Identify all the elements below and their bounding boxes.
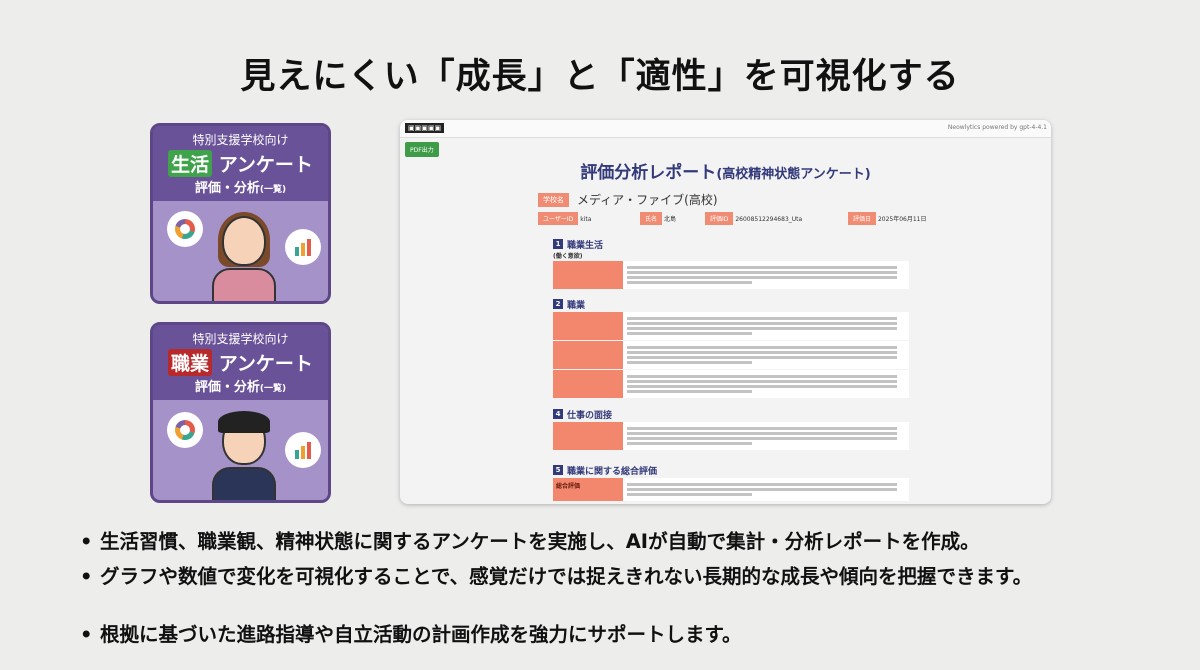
slide-title: 見えにくい「成長」と「適性」を可視化する bbox=[240, 57, 960, 97]
section-title: 職業 bbox=[567, 300, 586, 311]
bullet-1: 生活習慣、職業観、精神状態に関するアンケートを実施し、AIが自動で集計・分析レポ… bbox=[80, 528, 980, 555]
job-survey-card: 特別支援学校向け 職業 アンケート 評価・分析(一覧) bbox=[150, 322, 331, 503]
row-label bbox=[553, 341, 623, 369]
bar-chart-icon bbox=[285, 229, 321, 265]
section-title: 仕事の面接 bbox=[567, 410, 613, 421]
card-eval: 評価・分析 bbox=[194, 380, 260, 395]
donut-chart-icon bbox=[167, 211, 203, 247]
report-section: 1 職業生活 (働く意欲) bbox=[553, 237, 909, 289]
report-section: 2 職業 bbox=[553, 297, 909, 398]
section-number: 2 bbox=[553, 299, 563, 309]
section-title: 職業生活 bbox=[567, 240, 604, 251]
row-text bbox=[623, 341, 909, 369]
section-number: 4 bbox=[553, 409, 563, 419]
user-id: ユーザーID kita bbox=[538, 212, 591, 225]
section-subtitle: (働く意欲) bbox=[553, 253, 583, 260]
card-main: アンケート bbox=[218, 154, 313, 176]
analysis-row bbox=[553, 341, 909, 369]
card-subtitle: 特別支援学校向け bbox=[192, 133, 289, 147]
bullet-3: 根拠に基づいた進路指導や自立活動の計画作成を強力にサポートします。 bbox=[80, 621, 742, 648]
pdf-export-button[interactable]: PDF出力 bbox=[405, 142, 439, 157]
report-section: 4 仕事の面接 bbox=[553, 407, 909, 450]
section-number: 1 bbox=[553, 239, 563, 249]
row-text bbox=[623, 422, 909, 450]
bar-chart-icon bbox=[285, 432, 321, 468]
row-label bbox=[553, 261, 623, 289]
card-tag: 生活 bbox=[168, 150, 213, 177]
report-section: 5 職業に関する総合評価総合評価 bbox=[553, 463, 909, 501]
analysis-row: 総合評価 bbox=[553, 478, 909, 501]
row-text bbox=[623, 370, 909, 398]
row-label bbox=[553, 422, 623, 450]
analysis-row bbox=[553, 370, 909, 398]
row-label bbox=[553, 312, 623, 340]
row-text bbox=[623, 478, 909, 501]
eval-date: 評価日 2025年06月11日 bbox=[848, 212, 926, 225]
eval-id: 評価ID 26008512294683_Uta bbox=[705, 212, 802, 225]
man-illustration bbox=[208, 411, 280, 500]
card-main: アンケート bbox=[218, 353, 313, 375]
card-paren: (一覧) bbox=[259, 384, 287, 394]
school-row: 学校名メディア・ファイブ(高校) bbox=[538, 191, 718, 208]
row-label bbox=[553, 370, 623, 398]
analysis-row bbox=[553, 261, 909, 289]
card-subtitle: 特別支援学校向け bbox=[192, 332, 289, 346]
row-label: 総合評価 bbox=[553, 478, 623, 501]
row-text bbox=[623, 312, 909, 340]
card-eval: 評価・分析 bbox=[194, 181, 260, 196]
card-tag: 職業 bbox=[168, 349, 213, 376]
analysis-row bbox=[553, 422, 909, 450]
analysis-row bbox=[553, 312, 909, 340]
bullet-2: グラフや数値で変化を可視化することで、感覚だけでは捉えきれない長期的な成長や傾向… bbox=[80, 563, 1140, 590]
woman-illustration bbox=[208, 212, 280, 301]
report-title: 評価分析レポート(高校精神状態アンケート) bbox=[580, 163, 871, 183]
life-survey-card: 特別支援学校向け 生活 アンケート 評価・分析(一覧) bbox=[150, 123, 331, 304]
section-number: 5 bbox=[553, 465, 563, 475]
row-text bbox=[623, 261, 909, 289]
report-screenshot: ▣▣▣▣▣ Neowlytics powered by gpt-4-4.1 PD… bbox=[400, 120, 1051, 504]
app-logo: ▣▣▣▣▣ bbox=[405, 123, 445, 133]
name: 氏名 北島 bbox=[640, 212, 676, 225]
powered-by: Neowlytics powered by gpt-4-4.1 bbox=[947, 124, 1047, 131]
section-title: 職業に関する総合評価 bbox=[567, 466, 658, 477]
card-paren: (一覧) bbox=[259, 185, 287, 195]
donut-chart-icon bbox=[167, 412, 203, 448]
